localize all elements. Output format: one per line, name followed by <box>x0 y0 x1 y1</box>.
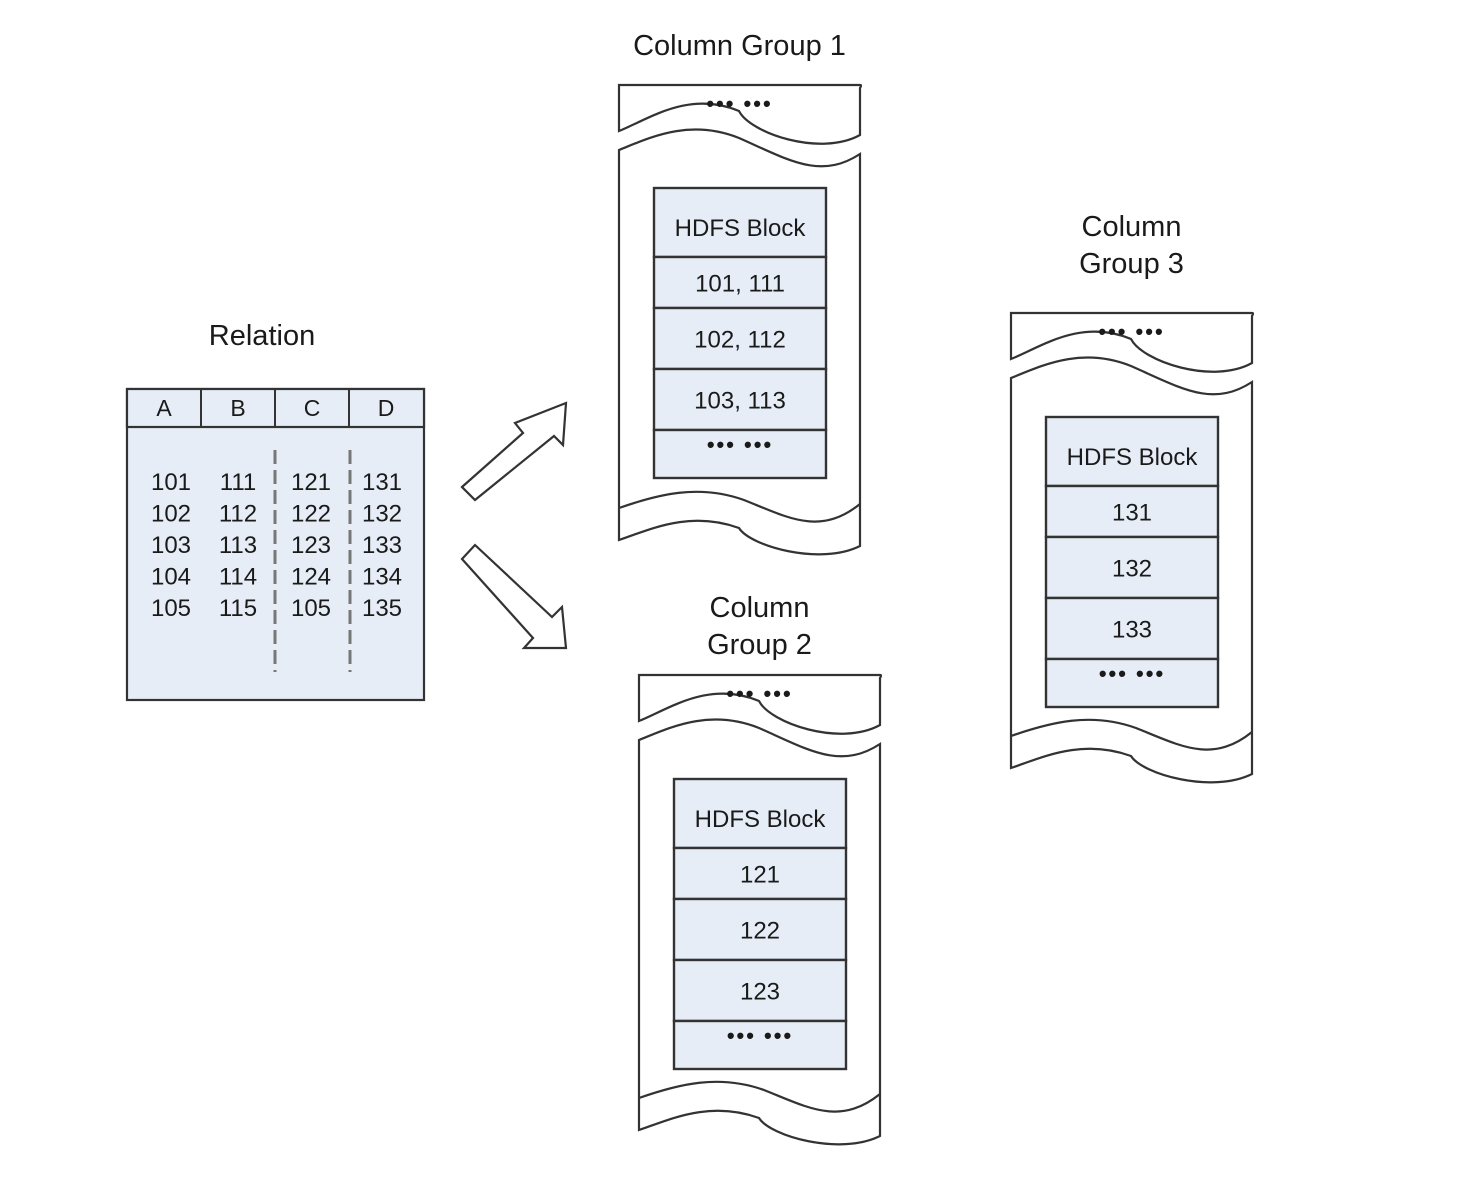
column-group-title: Group 3 <box>1079 248 1184 280</box>
ellipsis-text: ••• ••• <box>707 432 773 457</box>
hdfs-ellipsis-row <box>1044 657 1220 709</box>
relation-cell: 112 <box>219 501 257 528</box>
hdfs-record: 102, 112 <box>694 327 786 354</box>
arrow-down-right-icon <box>460 543 568 650</box>
hdfs-record-row <box>652 306 828 371</box>
hdfs-record-row <box>672 846 848 901</box>
relation-column-header: B <box>230 395 245 421</box>
relation-body <box>125 387 426 702</box>
relation-cell: 133 <box>362 532 402 559</box>
relation-cell: 122 <box>291 501 331 528</box>
relation-cell: 131 <box>362 469 402 496</box>
relation-cell: 135 <box>362 595 402 622</box>
hdfs-record-row <box>652 255 828 310</box>
ellipsis-text: ••• ••• <box>706 91 772 116</box>
hdfs-record-row <box>672 897 848 962</box>
storage-fragment-top <box>637 673 883 735</box>
arrows <box>460 401 568 650</box>
relation-cell: 124 <box>291 564 331 591</box>
relation-cell: 103 <box>151 532 191 559</box>
hdfs-block: HDFS Block 131 132 133 ••• ••• <box>1044 415 1220 709</box>
ellipsis-text: ••• ••• <box>727 1023 793 1048</box>
column-group-title: Column Group 1 <box>633 30 846 62</box>
hdfs-ellipsis-row <box>672 1019 848 1071</box>
relation-cell: 104 <box>151 564 191 591</box>
tear-line <box>1010 718 1253 751</box>
hdfs-record-row <box>652 367 828 432</box>
relation-cell: 105 <box>291 595 331 622</box>
hdfs-block-label: HDFS Block <box>675 215 807 242</box>
hdfs-block: HDFS Block 101, 111 102, 112 103, 113 ••• ••… <box>652 186 828 480</box>
relation-table: Relation A B C D 101 111 121 131 102 112 122 132 10… <box>125 320 426 702</box>
ellipsis-text: ••• ••• <box>726 681 792 706</box>
hdfs-record: 122 <box>740 918 780 945</box>
relation-cell: 113 <box>219 532 257 559</box>
hdfs-ellipsis-row <box>652 428 828 480</box>
ellipsis-text: ••• ••• <box>1099 661 1165 686</box>
relation-cell: 134 <box>362 564 402 591</box>
hdfs-record: 133 <box>1112 617 1152 644</box>
relation-cell: 101 <box>151 469 191 496</box>
hdfs-record-row <box>672 958 848 1023</box>
relation-cell: 115 <box>219 595 257 622</box>
storage-fragment-top <box>1009 311 1255 373</box>
hdfs-record-row <box>1044 596 1220 661</box>
relation-cell: 121 <box>291 469 331 496</box>
relation-cell: 111 <box>220 469 256 496</box>
hdfs-record: 123 <box>740 979 780 1006</box>
relation-column-header: D <box>378 395 395 421</box>
hdfs-block-label: HDFS Block <box>695 806 827 833</box>
hdfs-block-header <box>1044 415 1220 488</box>
hdfs-record: 103, 113 <box>694 388 786 415</box>
hdfs-record: 121 <box>740 862 780 889</box>
hdfs-record: 132 <box>1112 556 1152 583</box>
relation-title: Relation <box>209 320 315 352</box>
storage-fragment-top <box>617 83 863 145</box>
relation-column-header: A <box>156 395 172 421</box>
hdfs-record: 131 <box>1112 500 1152 527</box>
column-group-title: Column <box>1082 211 1182 243</box>
relation-cell: 102 <box>151 501 191 528</box>
ellipsis-text: ••• ••• <box>1098 319 1164 344</box>
relation-column-header: C <box>304 395 321 421</box>
hdfs-record-row <box>1044 535 1220 600</box>
hdfs-block: HDFS Block 121 122 123 ••• ••• <box>672 777 848 1071</box>
column-group-1: Column Group 1 ••• ••• HDFS Block 101, 111 1… <box>617 30 863 556</box>
relation-cell: 132 <box>362 501 402 528</box>
arrow-up-right-icon <box>460 401 568 502</box>
tear-line <box>618 490 861 523</box>
relation-cell: 123 <box>291 532 331 559</box>
relation-cell: 105 <box>151 595 191 622</box>
column-group-title: Column <box>710 592 810 624</box>
hdfs-block-label: HDFS Block <box>1067 444 1199 471</box>
hdfs-record: 101, 111 <box>695 271 785 298</box>
tear-line <box>638 1080 881 1113</box>
column-group-title: Group 2 <box>707 629 812 661</box>
relation-cell: 114 <box>219 564 257 591</box>
hdfs-record-row <box>1044 484 1220 539</box>
hdfs-block-header <box>672 777 848 850</box>
